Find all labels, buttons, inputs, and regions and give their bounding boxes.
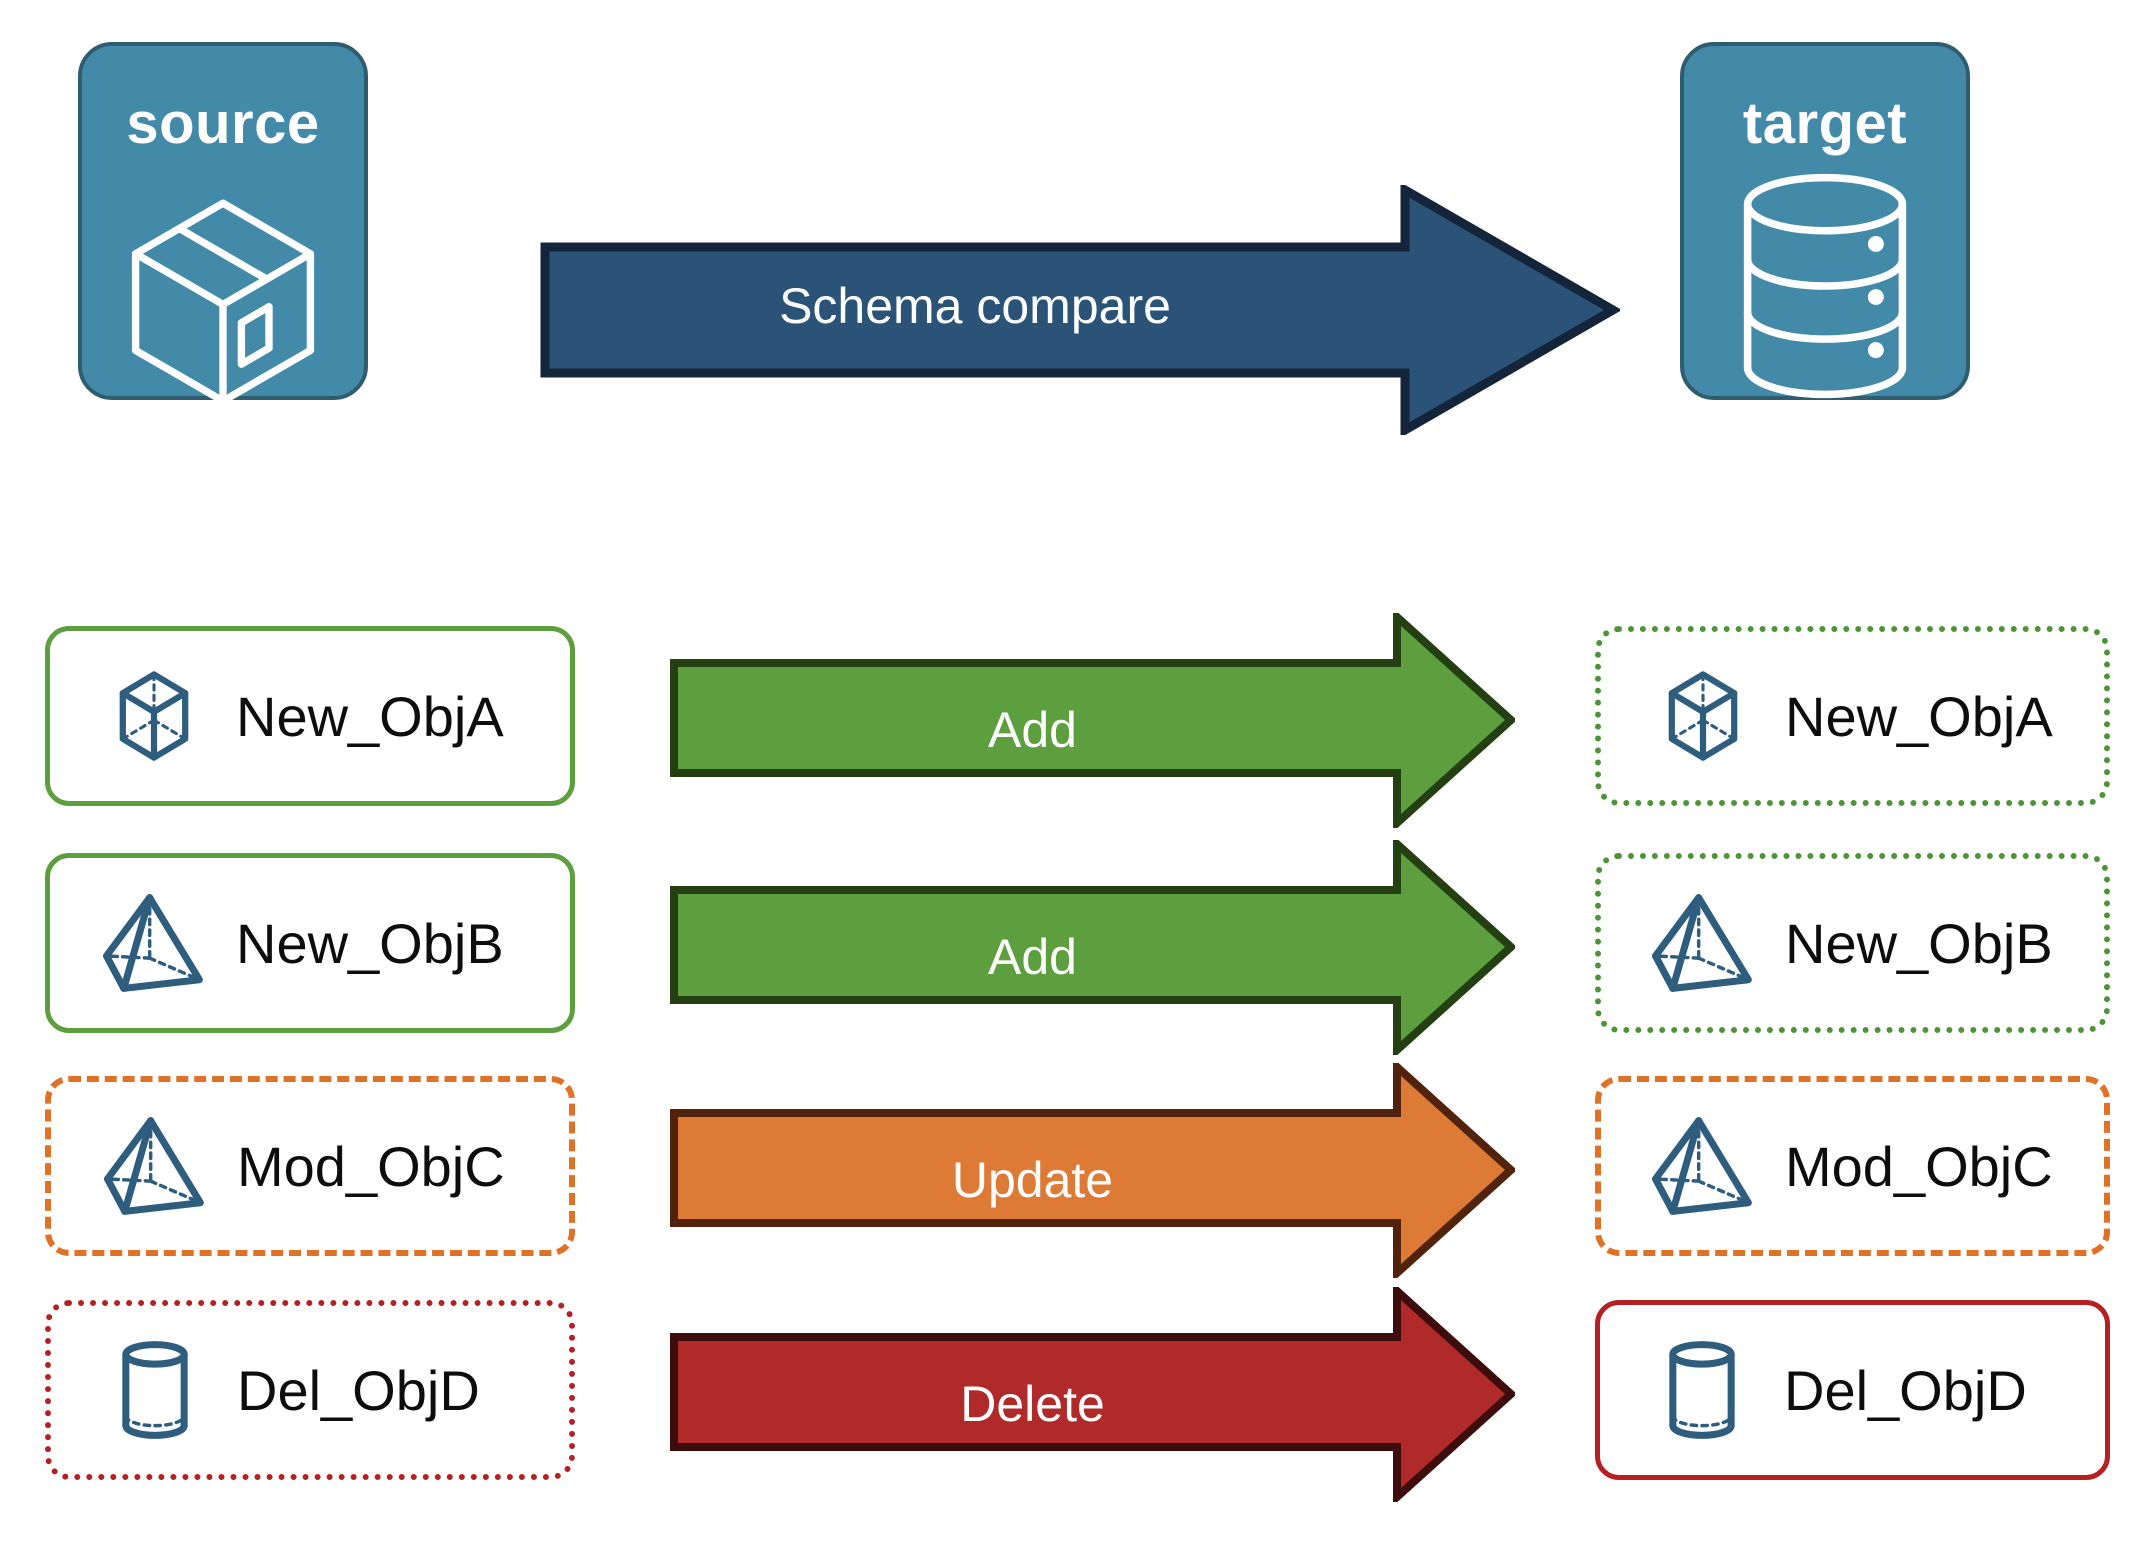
- wireframe-cube-icon: [1647, 660, 1759, 772]
- target-label: target: [1742, 91, 1908, 156]
- target-object-name: Mod_ObjC: [1785, 1134, 2053, 1198]
- wireframe-cylinder-icon: [99, 1334, 211, 1446]
- target-object-name: New_ObjB: [1785, 911, 2053, 975]
- delete-action-arrow: [670, 1281, 1517, 1507]
- wireframe-cube-icon: [98, 660, 210, 772]
- target-object-card[interactable]: Mod_ObjC: [1595, 1076, 2110, 1256]
- wireframe-pyramid-icon: [1647, 1110, 1759, 1222]
- compare-row: Del_ObjD Delete Del_ObjD: [0, 1281, 2150, 1507]
- source-label: source: [126, 91, 320, 156]
- source-object-name: Del_ObjD: [237, 1358, 480, 1422]
- target-endpoint-card: target: [1680, 42, 1970, 400]
- source-object-name: New_ObjB: [236, 911, 504, 975]
- compare-row: Mod_ObjC Update Mod_ObjC: [0, 1057, 2150, 1283]
- target-object-name: New_ObjA: [1785, 684, 2053, 748]
- source-object-card[interactable]: Del_ObjD: [45, 1300, 575, 1480]
- target-object-card[interactable]: New_ObjA: [1595, 626, 2110, 806]
- compare-row: New_ObjB Add New_ObjB: [0, 834, 2150, 1060]
- wireframe-cylinder-icon: [1646, 1334, 1758, 1446]
- source-object-card[interactable]: New_ObjA: [45, 626, 575, 806]
- update-action-arrow: [670, 1057, 1517, 1283]
- source-object-name: New_ObjA: [236, 684, 504, 748]
- schema-compare-arrow: [540, 182, 1623, 438]
- source-endpoint-card: source: [78, 42, 368, 401]
- target-object-card[interactable]: New_ObjB: [1595, 853, 2110, 1033]
- package-box-icon: [82, 166, 364, 406]
- add-action-arrow: [670, 607, 1517, 833]
- source-object-card[interactable]: New_ObjB: [45, 853, 575, 1033]
- source-object-name: Mod_ObjC: [237, 1134, 505, 1198]
- add-action-arrow: [670, 834, 1517, 1060]
- wireframe-pyramid-icon: [98, 887, 210, 999]
- target-object-name: Del_ObjD: [1784, 1358, 2027, 1422]
- database-cylinder-icon: [1684, 166, 1966, 406]
- wireframe-pyramid-icon: [99, 1110, 211, 1222]
- target-object-card[interactable]: Del_ObjD: [1595, 1300, 2110, 1480]
- source-object-card[interactable]: Mod_ObjC: [45, 1076, 575, 1256]
- schema-compare-label: Schema compare: [779, 278, 1171, 334]
- compare-row: New_ObjA Add New_ObjA: [0, 607, 2150, 833]
- wireframe-pyramid-icon: [1647, 887, 1759, 999]
